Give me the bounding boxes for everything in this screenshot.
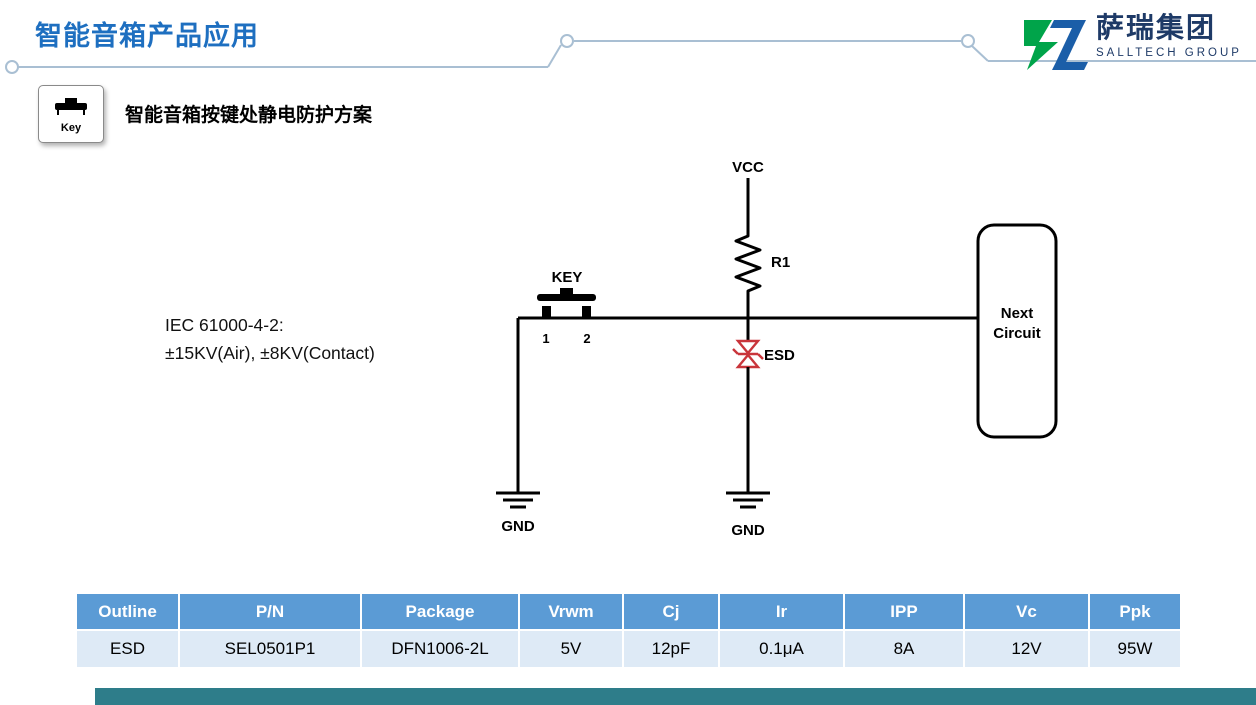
cell-vrwm: 5V <box>518 629 624 669</box>
cell-outline: ESD <box>75 629 180 669</box>
r1-label: R1 <box>771 254 790 271</box>
col-ppk: Ppk <box>1088 592 1182 631</box>
salltech-logo-icon <box>1024 20 1088 70</box>
esd-label: ESD <box>764 347 795 364</box>
logo-name: 萨瑞集团 <box>1096 12 1217 43</box>
next-circuit-line2: Circuit <box>993 325 1041 342</box>
section-subtitle: 智能音箱按键处静电防护方案 <box>125 105 373 126</box>
table-row: ESD SEL0501P1 DFN1006-2L 5V 12pF 0.1μA 8… <box>75 629 1182 669</box>
key-label: KEY <box>552 269 583 286</box>
key-switch: KEY 1 2 <box>537 269 596 346</box>
ground-symbol-right <box>726 491 770 509</box>
vcc-label: VCC <box>732 159 764 176</box>
key-badge: Key <box>38 85 104 143</box>
ground-symbol-left <box>496 491 540 509</box>
gnd-left-label: GND <box>501 518 535 535</box>
next-circuit-box <box>976 223 1058 439</box>
cell-package: DFN1006-2L <box>360 629 520 669</box>
next-circuit-line1: Next <box>1001 305 1034 322</box>
iec-line1: IEC 61000-4-2: <box>165 315 284 335</box>
page-title: 智能音箱产品应用 <box>35 21 259 51</box>
cell-ppk: 95W <box>1088 629 1182 669</box>
company-logo: 萨瑞集团 SALLTECH GROUP <box>1022 12 1242 72</box>
pin2-label: 2 <box>583 331 590 346</box>
cell-ir: 0.1μA <box>718 629 845 669</box>
gnd-right-label: GND <box>731 522 765 539</box>
iec-line2: ±15KV(Air), ±8KV(Contact) <box>165 343 375 363</box>
cell-cj: 12pF <box>622 629 720 669</box>
esd-diode <box>732 339 764 369</box>
cell-pn: SEL0501P1 <box>178 629 362 669</box>
pin1-label: 1 <box>542 331 549 346</box>
cell-vc: 12V <box>963 629 1090 669</box>
resistor-r1 <box>734 230 762 296</box>
col-ir: Ir <box>718 592 845 631</box>
iec-note: IEC 61000-4-2: ±15KV(Air), ±8KV(Contact) <box>165 311 375 367</box>
col-package: Package <box>360 592 520 631</box>
col-vrwm: Vrwm <box>518 592 624 631</box>
spec-table: Outline P/N Package Vrwm Cj Ir IPP Vc Pp… <box>75 592 1182 669</box>
col-ipp: IPP <box>843 592 965 631</box>
bottom-accent-bar <box>95 688 1256 705</box>
col-vc: Vc <box>963 592 1090 631</box>
key-badge-label: Key <box>60 122 82 134</box>
logo-text-block: 萨瑞集团 SALLTECH GROUP <box>1096 12 1242 59</box>
col-outline: Outline <box>75 592 180 631</box>
col-cj: Cj <box>622 592 720 631</box>
cell-ipp: 8A <box>843 629 965 669</box>
key-button-icon <box>55 98 87 115</box>
circuit-schematic: VCC R1 KEY 1 2 ESD GND GND Ne <box>496 159 1058 539</box>
col-pn: P/N <box>178 592 362 631</box>
table-header-row: Outline P/N Package Vrwm Cj Ir IPP Vc Pp… <box>75 592 1182 631</box>
logo-subtitle: SALLTECH GROUP <box>1096 47 1242 59</box>
